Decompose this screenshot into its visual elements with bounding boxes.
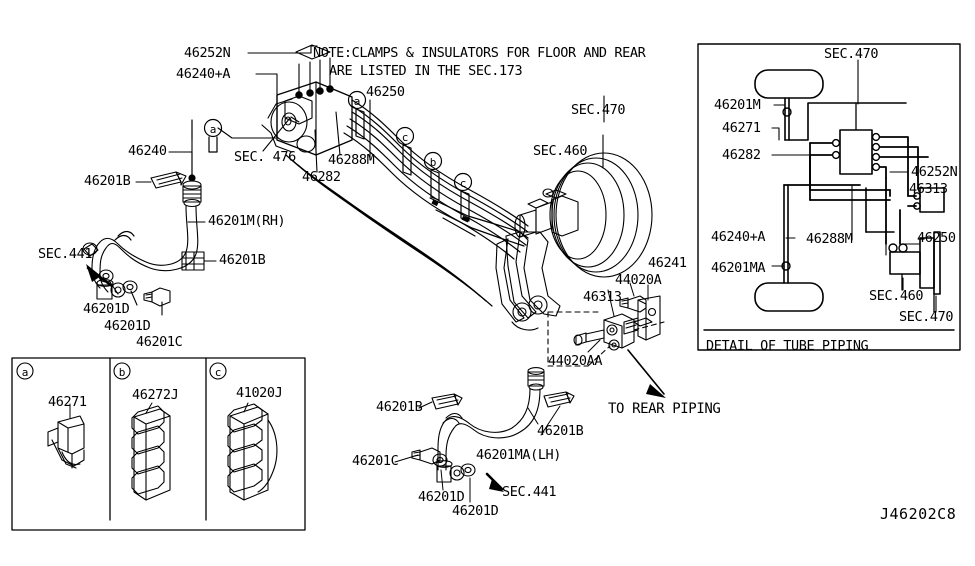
pedal-bracket — [495, 231, 561, 331]
leader-41020j — [243, 402, 249, 413]
legend-frame — [11, 357, 306, 531]
diagram-code: J46202C8 — [880, 505, 957, 523]
note-line-1: NOTE:CLAMPS & INSULATORS FOR FLOOR AND R… — [313, 45, 646, 61]
part-41020j-drawing — [227, 403, 278, 501]
detail-label-46313: 46313 — [909, 181, 948, 197]
detail-caption: DETAIL OF TUBE PIPING — [706, 338, 869, 354]
bolt-44020a — [619, 295, 647, 313]
label-46201c-lh: 46201C — [352, 453, 399, 469]
detail-label-46201m: 46201M — [714, 97, 761, 113]
label-46282: 46282 — [302, 169, 341, 185]
label-sec441-rh: SEC.441 — [38, 246, 93, 262]
detail-label-sec460: SEC.460 — [869, 288, 924, 304]
label-sec460: SEC.460 — [533, 143, 588, 159]
label-46240: 46240 — [128, 143, 167, 159]
leader-46201b-lh — [418, 401, 433, 409]
rh-fasteners — [98, 269, 171, 307]
label-46250: 46250 — [366, 84, 405, 100]
clip-46201b-lh — [431, 393, 463, 410]
detail-label-46240-a: 46240+A — [711, 229, 766, 245]
lh-fasteners — [411, 447, 476, 477]
legend-key-b: b — [118, 366, 126, 379]
legend-key-a: a — [21, 366, 29, 379]
tube-bundle — [285, 99, 529, 307]
clip-46201b-rh — [150, 171, 187, 189]
detail-label-46250: 46250 — [917, 230, 956, 246]
clip-46201b-rh2 — [181, 251, 205, 271]
leader-46201c-lh — [394, 454, 419, 463]
clip-marker-a-hose: a — [209, 123, 217, 136]
detail-label-sec470-bot: SEC.470 — [899, 309, 954, 325]
note-line-2: ARE LISTED IN THE SEC.173 — [329, 63, 523, 80]
label-46201d-lh1: 46201D — [418, 489, 465, 505]
leader-46272j — [145, 402, 153, 414]
leader-44020a — [629, 282, 635, 297]
legend-key-c: c — [214, 366, 222, 379]
clip-marker-a-bundle: a — [353, 95, 361, 108]
diagram-note: NOTE:CLAMPS & INSULATORS FOR FLOOR AND R… — [313, 44, 646, 80]
detail-leaders — [771, 59, 937, 313]
label-sec470-main: SEC.470 — [571, 102, 626, 118]
label-46201d-rh2: 46201D — [104, 318, 151, 334]
valve-46313 — [573, 313, 653, 351]
legend-part-46271: 46271 — [48, 394, 87, 410]
clip-46201b-lh2 — [543, 391, 575, 408]
label-46201ma-lh: 46201MA(LH) — [476, 447, 562, 463]
legend-part-46272j: 46272J — [132, 387, 179, 403]
clip-marker-c-2: c — [459, 177, 467, 190]
detail-label-46252n: 46252N — [911, 164, 958, 180]
legend-part-41020j: 41020J — [236, 385, 283, 401]
label-to-rear-piping: TO REAR PIPING — [608, 401, 721, 417]
label-46201d-lh2: 46201D — [452, 503, 499, 519]
label-sec441-lh: SEC.441 — [502, 484, 557, 500]
label-46201b-rh: 46201B — [84, 173, 131, 189]
arrow-sec441-lower — [485, 472, 504, 491]
leader-46201b-lh2 — [540, 405, 561, 436]
clip-marker-c-1: c — [401, 131, 409, 144]
label-46240-a: 46240+A — [176, 66, 231, 82]
lh-brake-hose — [435, 367, 545, 483]
detail-label-46201ma: 46201MA — [711, 260, 766, 276]
leader-46313 — [607, 289, 615, 317]
label-46252n: 46252N — [184, 45, 231, 61]
label-46201b-rh2: 46201B — [219, 252, 266, 268]
label-46313: 46313 — [583, 289, 622, 305]
part-46272j-drawing — [131, 405, 171, 501]
detail-label-sec470-top: SEC.470 — [824, 46, 879, 62]
leader-46201d-2 — [130, 290, 138, 306]
leader-sec476-a — [290, 116, 300, 123]
detail-label-46288m: 46288M — [806, 231, 853, 247]
label-sec476: SEC. 476 — [234, 149, 296, 165]
leader-46201d-lh1 — [440, 469, 444, 491]
label-46288m: 46288M — [328, 152, 375, 168]
part-46271-drawing — [47, 415, 85, 469]
leader-46201ma — [527, 407, 539, 425]
label-46201c-rh: 46201C — [136, 334, 183, 350]
label-44020a: 44020A — [615, 272, 662, 288]
leader-46288m — [335, 111, 341, 156]
valve-callout-dashes — [547, 311, 665, 367]
detail-schematic — [754, 69, 945, 313]
abs-actuator — [261, 44, 353, 156]
leader-44020aa — [587, 339, 601, 353]
tube-clips — [203, 90, 473, 222]
label-46201b-lh: 46201B — [376, 399, 423, 415]
detail-box-frame — [697, 43, 961, 351]
clip-marker-b-1: b — [429, 156, 437, 169]
detail-label-46271: 46271 — [722, 120, 761, 136]
label-46201m-rh: 46201M(RH) — [208, 213, 286, 229]
leader-46240a — [217, 73, 278, 139]
detail-label-46282: 46282 — [722, 147, 761, 163]
arrow-to-rear-piping — [627, 349, 665, 395]
label-46201d-rh1: 46201D — [83, 301, 130, 317]
label-44020aa: 44020AA — [548, 353, 603, 369]
label-46241: 46241 — [648, 255, 687, 271]
brake-booster — [514, 152, 653, 278]
label-46201b-lh2: 46201B — [537, 423, 584, 439]
